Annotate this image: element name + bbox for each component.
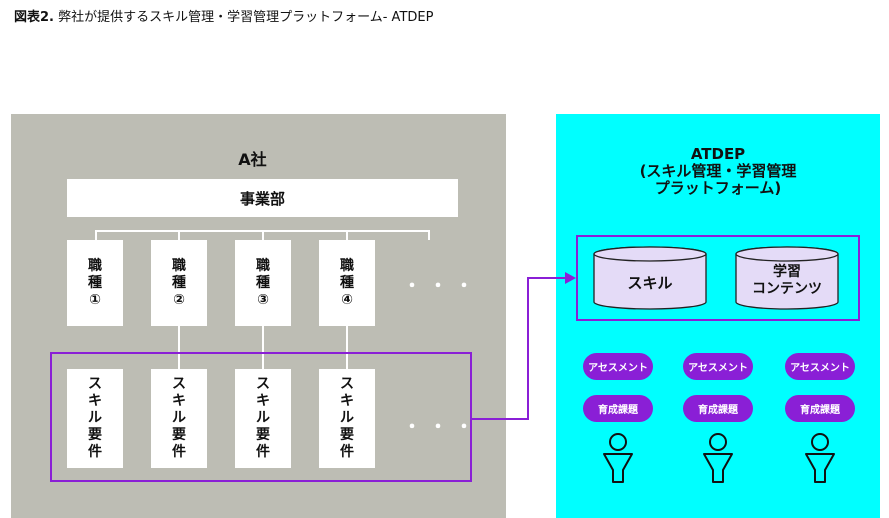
connector-drop-4 xyxy=(346,230,348,240)
skill-requirement-box-1: ス キ ル 要 件 xyxy=(67,369,123,468)
platform-title: ATDEP (スキル管理・学習管理 プラットフォーム) xyxy=(556,146,880,197)
connector-drop-2 xyxy=(178,230,180,240)
assessment-pill-3: アセスメント xyxy=(785,353,855,380)
requirements-to-platform-arrow xyxy=(472,272,576,420)
learner-person-icon-3 xyxy=(805,433,835,483)
skill-req-text: ス xyxy=(88,376,102,392)
skill-req-text: キ xyxy=(88,393,102,409)
assessment-pill-1: アセスメント xyxy=(583,353,653,380)
role-number: ② xyxy=(173,291,185,308)
skill-req-text: キ xyxy=(340,393,354,409)
role-text: 職 xyxy=(88,257,102,274)
platform-subtitle-line2: プラットフォーム) xyxy=(654,179,782,197)
learning-content-line1: 学習 xyxy=(773,264,801,280)
role-box-3: 職 種 ③ xyxy=(235,240,291,326)
skill-req-text: ル xyxy=(256,410,270,426)
department-box: 事業部 xyxy=(67,179,458,217)
skill-requirement-box-4: ス キ ル 要 件 xyxy=(319,369,375,468)
role-skill-connector-4 xyxy=(346,326,348,369)
connector-drop-5 xyxy=(428,230,430,240)
skill-database-label: スキル xyxy=(627,274,673,292)
learning-content-database-icon xyxy=(735,246,839,310)
skill-req-text: 件 xyxy=(88,444,102,460)
skill-req-text: キ xyxy=(256,393,270,409)
resource-group xyxy=(576,235,860,321)
skill-req-text: 要 xyxy=(256,427,270,443)
learning-content-line2: コンテンツ xyxy=(752,281,822,297)
role-text: 職 xyxy=(340,257,354,274)
role-box-1: 職 種 ① xyxy=(67,240,123,326)
skill-req-text: ル xyxy=(172,410,186,426)
role-number: ① xyxy=(89,291,101,308)
role-text: 種 xyxy=(340,274,354,291)
role-text: 種 xyxy=(256,274,270,291)
skill-req-text: 件 xyxy=(256,444,270,460)
role-number: ④ xyxy=(341,291,353,308)
skill-req-text: ル xyxy=(340,410,354,426)
company-title: A社 xyxy=(238,150,267,169)
connector-drop-1 xyxy=(95,230,97,240)
roles-ellipsis: ・・・ xyxy=(403,276,481,297)
skill-req-text: 要 xyxy=(88,427,102,443)
skill-requirement-box-2: ス キ ル 要 件 xyxy=(151,369,207,468)
learner-person-icon-1 xyxy=(603,433,633,483)
skill-req-text: キ xyxy=(172,393,186,409)
skill-req-text: 件 xyxy=(172,444,186,460)
skill-req-text: ス xyxy=(340,376,354,392)
skill-requirement-box-3: ス キ ル 要 件 xyxy=(235,369,291,468)
connector-drop-3 xyxy=(262,230,264,240)
learner-person-icon-2 xyxy=(703,433,733,483)
role-skill-connector-2 xyxy=(178,326,180,369)
role-skill-connector-3 xyxy=(262,326,264,369)
skill-req-text: 件 xyxy=(340,444,354,460)
skill-req-text: ル xyxy=(88,410,102,426)
role-text: 種 xyxy=(88,274,102,291)
figure-number: 図表2. xyxy=(14,10,54,25)
role-text: 職 xyxy=(172,257,186,274)
figure-caption: 図表2. 弊社が提供するスキル管理・学習管理プラットフォーム- ATDEP xyxy=(14,6,433,25)
skill-req-text: 要 xyxy=(340,427,354,443)
skill-database-icon xyxy=(593,246,707,310)
role-text: 種 xyxy=(172,274,186,291)
training-task-pill-2: 育成課題 xyxy=(683,395,753,422)
learning-content-label: 学習 コンテンツ xyxy=(732,264,842,298)
figure-title: 弊社が提供するスキル管理・学習管理プラットフォーム- ATDEP xyxy=(58,10,434,25)
skills-ellipsis: ・・・ xyxy=(403,417,481,438)
training-task-pill-1: 育成課題 xyxy=(583,395,653,422)
platform-subtitle-line1: (スキル管理・学習管理 xyxy=(639,162,797,180)
platform-name: ATDEP xyxy=(690,145,746,163)
skill-req-text: ス xyxy=(172,376,186,392)
skill-req-text: ス xyxy=(256,376,270,392)
role-box-2: 職 種 ② xyxy=(151,240,207,326)
skill-req-text: 要 xyxy=(172,427,186,443)
training-task-pill-3: 育成課題 xyxy=(785,395,855,422)
assessment-pill-2: アセスメント xyxy=(683,353,753,380)
skill-requirements-group xyxy=(50,352,472,482)
role-text: 職 xyxy=(256,257,270,274)
role-number: ③ xyxy=(257,291,269,308)
role-box-4: 職 種 ④ xyxy=(319,240,375,326)
